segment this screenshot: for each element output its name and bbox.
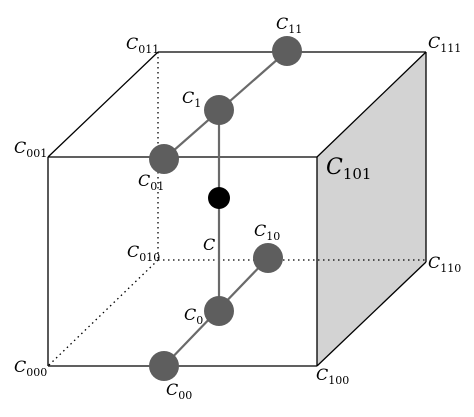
label-c10-sub: 10: [266, 230, 280, 243]
label-c1: C1: [182, 88, 201, 110]
label-c00-sub: 00: [178, 389, 192, 402]
label-c100: C100: [316, 365, 349, 387]
label-c11-sub: 11: [288, 23, 302, 36]
shaded-right-face: [317, 52, 426, 366]
label-c0-sub: 0: [196, 314, 203, 327]
label-c110-sub: 110: [440, 262, 461, 275]
label-c00: C00: [166, 380, 192, 402]
node-c1: [204, 95, 234, 125]
label-c000-sub: 000: [26, 366, 47, 379]
label-c01: C01: [138, 171, 164, 193]
label-c101-sub: 101: [343, 165, 372, 183]
label-c1-sub: 1: [194, 97, 201, 110]
label-c111-sub: 111: [440, 42, 461, 55]
label-c100-base: C: [316, 365, 328, 384]
label-c101-base: C: [326, 155, 343, 180]
label-c10-base: C: [254, 221, 266, 240]
node-c11: [272, 36, 302, 66]
node-c01: [149, 144, 179, 174]
label-c001-sub: 001: [26, 147, 47, 160]
label-c010: C010: [127, 242, 160, 264]
label-c11: C11: [276, 14, 302, 36]
label-c0: C0: [184, 305, 203, 327]
node-c0: [204, 296, 234, 326]
label-c111: C111: [428, 33, 461, 55]
label-c001-base: C: [14, 138, 26, 157]
label-c101: C101: [326, 155, 371, 183]
node-c-center: [208, 187, 230, 209]
label-c: C: [203, 235, 215, 254]
label-c000: C000: [14, 357, 47, 379]
label-c111-base: C: [428, 33, 440, 52]
label-c0-base: C: [184, 305, 196, 324]
node-c10: [253, 243, 283, 273]
label-c011: C011: [126, 34, 159, 56]
label-c011-sub: 011: [138, 43, 159, 56]
label-c011-base: C: [126, 34, 138, 53]
label-c110-base: C: [428, 253, 440, 272]
node-c00: [149, 351, 179, 381]
label-c001: C001: [14, 138, 47, 160]
label-c11-base: C: [276, 14, 288, 33]
label-c10: C10: [254, 221, 280, 243]
edge-c001-c011: [47, 51, 159, 158]
label-c010-sub: 010: [139, 251, 160, 264]
label-c01-sub: 01: [150, 180, 164, 193]
hidden-edge-c010-c000: [47, 259, 159, 367]
label-c110: C110: [428, 253, 461, 275]
label-c01-base: C: [138, 171, 150, 190]
label-c100-sub: 100: [328, 374, 349, 387]
label-c00-base: C: [166, 380, 178, 399]
label-c1-base: C: [182, 88, 194, 107]
label-c010-base: C: [127, 242, 139, 261]
edge-c111-c101: [316, 51, 427, 158]
label-c000-base: C: [14, 357, 26, 376]
edge-c110-c100: [316, 261, 427, 367]
label-c-base: C: [203, 235, 215, 254]
